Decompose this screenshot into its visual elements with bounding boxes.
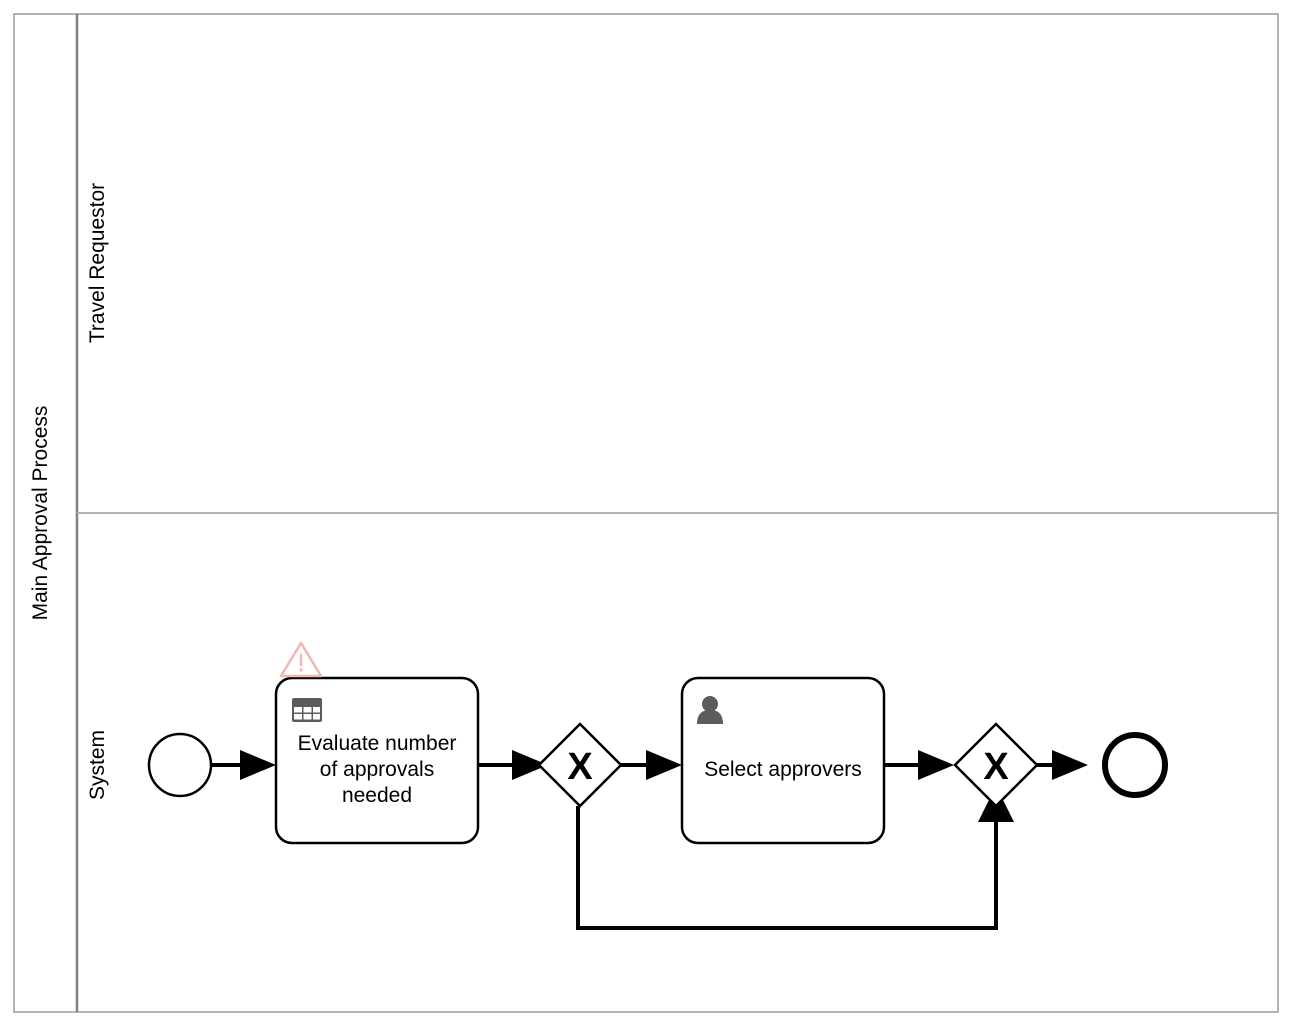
start-event-circle[interactable] [147,732,213,798]
end-event-circle[interactable] [1102,732,1168,798]
lane-travel-requestor[interactable]: Travel Requestor [86,183,109,343]
end-event[interactable] [1102,732,1168,798]
pool-name-label: Main Approval Process [29,406,52,621]
sequence-flow-evaluate-to-gateway1[interactable] [478,750,548,780]
flow-arrowhead [1052,750,1088,780]
flow-arrowhead [646,750,682,780]
lane-label-system: System [86,730,109,800]
flow-arrowhead [918,750,954,780]
gateway-1-diamond[interactable] [537,722,623,808]
gateway-2-exclusive[interactable]: X [953,722,1039,808]
task-select-approvers-box[interactable] [680,676,886,845]
task-evaluate-approvals-label-line2: of approvals [320,758,434,781]
gateway-1-x-symbol: X [567,746,593,788]
task-select-approvers-label: Select approvers [704,758,862,781]
sequence-flow-select-approvers-to-gateway2[interactable] [884,750,954,780]
task-evaluate-approvals-box[interactable] [274,676,480,845]
warning-exclamation-dot [299,668,303,672]
task-select-approvers[interactable]: Select approvers [680,676,886,845]
gateway-2-x-symbol: X [983,746,1009,788]
user-person-icon [697,696,723,724]
task-evaluate-approvals-label-line1: Evaluate number [298,732,457,755]
start-event[interactable] [147,732,213,798]
flow-arrowhead [512,750,548,780]
warning-triangle-icon[interactable] [279,641,323,678]
task-evaluate-approvals-label-line3: needed [342,784,412,807]
warning-triangle-outline [279,641,323,678]
gateway-1-exclusive[interactable]: X [537,722,623,808]
flow-arrowhead [240,750,276,780]
task-evaluate-approvals[interactable]: Evaluate number of approvals needed [274,676,480,845]
gateway-2-diamond[interactable] [953,722,1039,808]
lane-system[interactable]: System [86,730,109,800]
lane-label-travel-requestor: Travel Requestor [86,183,109,343]
pool-main-approval-process[interactable]: Main Approval Process Travel Requestor S… [13,13,1279,1013]
sequence-flow-start-to-evaluate[interactable] [211,750,276,780]
business-rule-table-icon [292,698,322,722]
flow-line [576,806,998,930]
